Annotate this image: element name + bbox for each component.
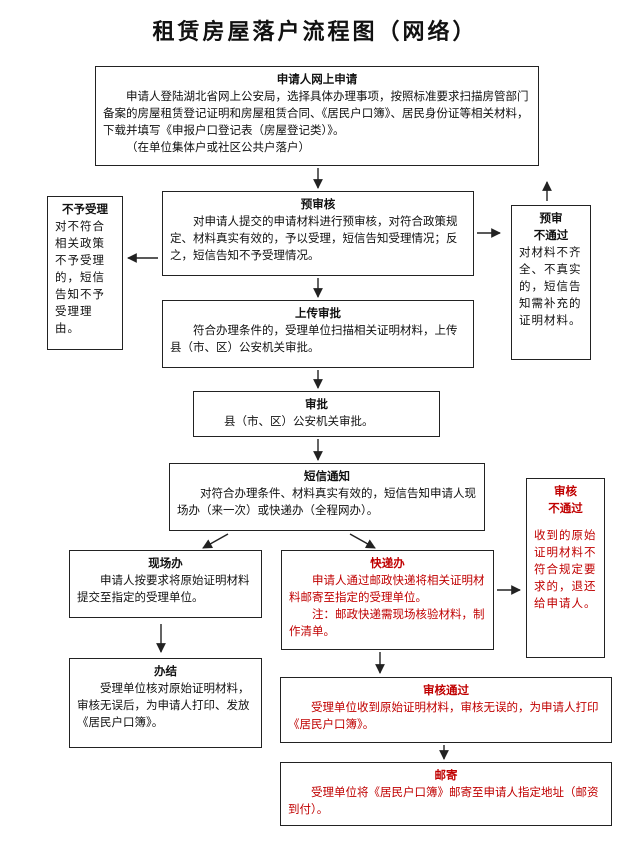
express-text: 申请人通过邮政快递将相关证明材料邮寄至指定的受理单位。: [289, 573, 485, 604]
upload-box: 上传审批 符合办理条件的，受理单位扫描相关证明材料，上传县（市、区）公安机关审批…: [162, 300, 474, 368]
upload-heading: 上传审批: [295, 306, 341, 320]
mail-text: 受理单位将《居民户口簿》邮寄至申请人指定地址（邮资到付）。: [288, 785, 599, 816]
sms-text: 对符合办理条件、材料真实有效的，短信告知申请人现场办（来一次）或快递办（全程网办…: [177, 486, 476, 517]
mail-box: 邮寄 受理单位将《居民户口簿》邮寄至申请人指定地址（邮资到付）。: [280, 762, 612, 826]
reject-box: 不予受理 对不符合相关政策不予受理的，短信告知不予受理理由。: [47, 196, 123, 350]
reject-text: 对不符合相关政策不予受理的，短信告知不予受理理由。: [55, 219, 105, 335]
express-fail-text: 收到的原始证明材料不符合规定要求的，退还给申请人。: [534, 528, 597, 610]
sms-box: 短信通知 对符合办理条件、材料真实有效的，短信告知申请人现场办（来一次）或快递办…: [169, 463, 485, 531]
precheck-fail-box: 预审 不通过 对材料不齐全、不真实的，短信告知需补充的证明材料。: [511, 205, 591, 360]
onsite-heading: 现场办: [148, 556, 183, 570]
onsite-text: 申请人按要求将原始证明材料提交至指定的受理单位。: [77, 573, 250, 604]
apply-heading: 申请人网上申请: [276, 72, 358, 86]
precheck-fail-text: 对材料不齐全、不真实的，短信告知需补充的证明材料。: [519, 245, 582, 327]
apply-box: 申请人网上申请 申请人登陆湖北省网上公安局，选择具体办理事项，按照标准要求扫描房…: [95, 66, 539, 166]
arrow-sms-to-express: [349, 533, 376, 549]
mail-heading: 邮寄: [434, 768, 458, 782]
onsite-box: 现场办 申请人按要求将原始证明材料提交至指定的受理单位。: [69, 550, 262, 618]
finish-text: 受理单位核对原始证明材料，审核无误后，为申请人打印、发放《居民户口簿》。: [77, 681, 250, 729]
precheck-heading: 预审核: [300, 197, 336, 211]
apply-text: 申请人登陆湖北省网上公安局，选择具体办理事项，按照标准要求扫描房管部门备案的房屋…: [103, 89, 529, 137]
review-pass-text: 受理单位收到原始证明材料，审核无误的，为申请人打印《居民户口簿》。: [288, 700, 599, 731]
express-box: 快递办 申请人通过邮政快递将相关证明材料邮寄至指定的受理单位。 注：邮政快递需现…: [281, 550, 494, 650]
upload-text: 符合办理条件的，受理单位扫描相关证明材料，上传县（市、区）公安机关审批。: [170, 323, 458, 354]
express-fail-heading: 审核: [554, 484, 577, 498]
review-pass-box: 审核通过 受理单位收到原始证明材料，审核无误的，为申请人打印《居民户口簿》。: [280, 677, 612, 743]
finish-heading: 办结: [154, 664, 177, 678]
sms-heading: 短信通知: [304, 469, 350, 483]
approve-heading: 审批: [305, 397, 328, 411]
express-note: 注：邮政快递需现场核验材料，制作清单。: [289, 607, 485, 638]
approve-text: 县（市、区）公安机关审批。: [224, 414, 374, 428]
arrow-sms-to-onsite: [202, 533, 229, 549]
finish-box: 办结 受理单位核对原始证明材料，审核无误后，为申请人打印、发放《居民户口簿》。: [69, 658, 262, 748]
reject-heading: 不予受理: [62, 202, 108, 216]
precheck-box: 预审核 对申请人提交的申请材料进行预审核，对符合政策规定、材料真实有效的，予以受…: [162, 191, 474, 276]
precheck-fail-heading2: 不通过: [533, 228, 569, 242]
express-fail-heading2: 不通过: [548, 501, 583, 515]
page-title: 租赁房屋落户流程图（网络）: [152, 20, 478, 45]
precheck-text: 对申请人提交的申请材料进行预审核，对符合政策规定、材料真实有效的，予以受理，短信…: [170, 214, 458, 262]
express-heading: 快递办: [370, 556, 405, 570]
express-fail-box: 审核 不通过 收到的原始证明材料不符合规定要求的，退还给申请人。: [526, 478, 605, 658]
review-pass-heading: 审核通过: [423, 683, 469, 697]
apply-note: （在单位集体户或社区公共户落户）: [126, 140, 310, 154]
approve-box: 审批 县（市、区）公安机关审批。: [193, 391, 440, 437]
precheck-fail-heading: 预审: [539, 211, 563, 225]
